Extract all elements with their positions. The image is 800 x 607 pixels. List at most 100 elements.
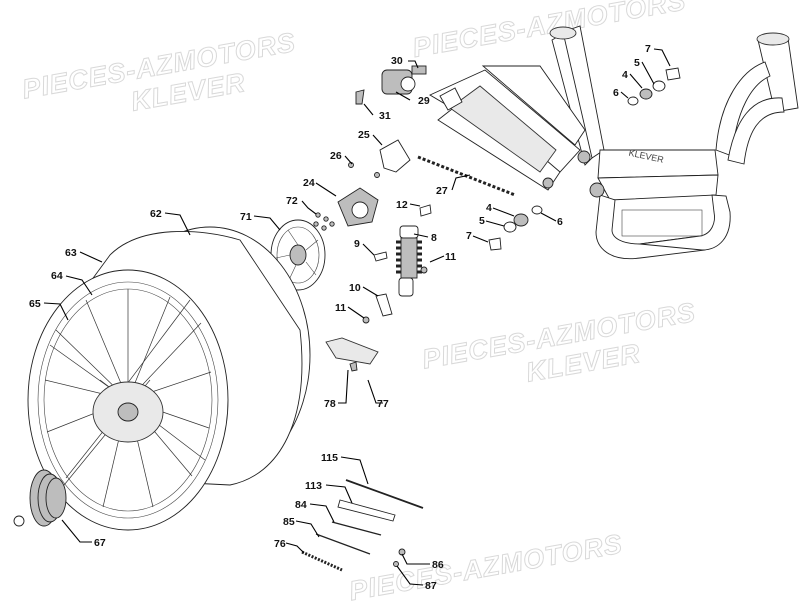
callout-71: 71: [240, 211, 252, 223]
swing-arm-pivot-2: [542, 177, 554, 189]
caliper-piston: [351, 201, 369, 219]
sprocket-small: [45, 477, 67, 519]
callout-64: 64: [51, 270, 63, 282]
adapter-bolt-2: [374, 172, 380, 178]
callout-labels: 30 29 31 25 26 24 27 72 71 62 63 64 65 1…: [29, 43, 651, 592]
bearing-4: [513, 213, 529, 227]
caliper-adapter: [379, 139, 411, 173]
callout-65: 65: [29, 298, 41, 310]
ring-6: [531, 205, 543, 215]
shock-pin-10: [375, 293, 393, 317]
disc-bolts: [313, 212, 335, 231]
callout-76: 76: [274, 538, 286, 550]
callout-87: 87: [425, 580, 437, 592]
disc-bolt: [313, 221, 319, 227]
washer-5b: [652, 80, 666, 92]
callout-31: 31: [379, 110, 391, 122]
callout-6-right: 6: [613, 87, 619, 99]
callout-4-right: 4: [622, 69, 628, 81]
bushing-7: [488, 237, 502, 251]
sensor-cap: [400, 76, 416, 92]
callout-30: 30: [391, 55, 403, 67]
brake-caliper: [337, 187, 379, 227]
frame-pivot: [589, 182, 605, 198]
callout-86: 86: [432, 559, 444, 571]
callout-27: 27: [436, 185, 448, 197]
bearing-set-right: [627, 67, 681, 106]
callout-77: 77: [377, 398, 389, 410]
cap-87: [393, 561, 399, 567]
callout-84: 84: [295, 499, 307, 511]
callout-26: 26: [330, 150, 342, 162]
hub-axle: [117, 402, 139, 422]
callout-12: 12: [396, 199, 408, 211]
callout-9: 9: [354, 238, 360, 250]
bolt-12: [419, 204, 432, 217]
callout-8: 8: [431, 232, 437, 244]
callout-72: 72: [286, 195, 298, 207]
sensor-screw: [411, 65, 427, 75]
bushing-7b: [665, 67, 681, 81]
sensor-clip: [355, 89, 365, 105]
callout-5-left: 5: [479, 215, 485, 227]
swing-arm-inner: [449, 85, 557, 173]
rear-wheel: [27, 226, 311, 531]
cable-85: [315, 533, 371, 555]
callout-11-right: 11: [445, 251, 456, 263]
down-tube-front: [639, 194, 731, 251]
callout-7-left: 7: [466, 230, 472, 242]
callout-62: 62: [150, 208, 162, 220]
shock-body: [400, 237, 418, 279]
top-tube-2: [727, 97, 785, 165]
disc-hub: [289, 244, 307, 266]
lock-nut: [13, 515, 25, 527]
cassette: [13, 469, 67, 527]
callout-63: 63: [65, 247, 77, 259]
cable-115: [345, 479, 424, 509]
sensor-assembly: [381, 65, 427, 95]
disc-bolt: [329, 221, 335, 227]
kickstand: [325, 337, 379, 365]
disc-inner: [276, 226, 320, 284]
bearing-4b: [639, 88, 653, 100]
rim: [37, 281, 219, 519]
callout-113: 113: [305, 480, 322, 492]
callout-4-left: 4: [486, 202, 492, 214]
dropout-bracket: [439, 87, 463, 111]
cable-84: [331, 521, 382, 536]
swing-arm-pivot: [577, 150, 591, 164]
ring-6b: [627, 96, 639, 106]
rear-shock: [396, 225, 422, 297]
bearing-set-left: [488, 205, 543, 251]
callout-6-left: 6: [557, 216, 563, 228]
swing-arm-top-plate: [481, 65, 586, 146]
shock-bolt-9: [373, 251, 388, 262]
kickstand-spring: [349, 361, 358, 372]
callout-5-right: 5: [634, 57, 640, 69]
seat-tube-top: [549, 26, 577, 40]
callout-24: 24: [303, 177, 315, 189]
shock-nut-11a: [362, 316, 370, 324]
shock-top-eye: [399, 225, 419, 239]
callout-29: 29: [418, 95, 430, 107]
disc-bolt: [323, 216, 329, 222]
callout-67: 67: [94, 537, 106, 549]
frame-lower-body: [597, 174, 719, 201]
top-tube: [715, 61, 771, 157]
callout-78: 78: [324, 398, 336, 410]
washer-5: [503, 221, 517, 233]
down-tube-inner: [621, 209, 703, 237]
callout-115: 115: [321, 452, 338, 464]
frame: KLEVER: [429, 25, 799, 260]
spring-76: [301, 550, 343, 572]
shock-bottom-eye: [398, 277, 414, 297]
callout-25: 25: [358, 129, 370, 141]
callout-85: 85: [283, 516, 295, 528]
disc-bolt: [321, 225, 327, 231]
leader-lines: [43, 48, 671, 586]
shock-nut-11b: [420, 266, 428, 274]
disc-bolt: [315, 212, 321, 218]
callout-10: 10: [349, 282, 361, 294]
callout-7-right: 7: [645, 43, 651, 55]
